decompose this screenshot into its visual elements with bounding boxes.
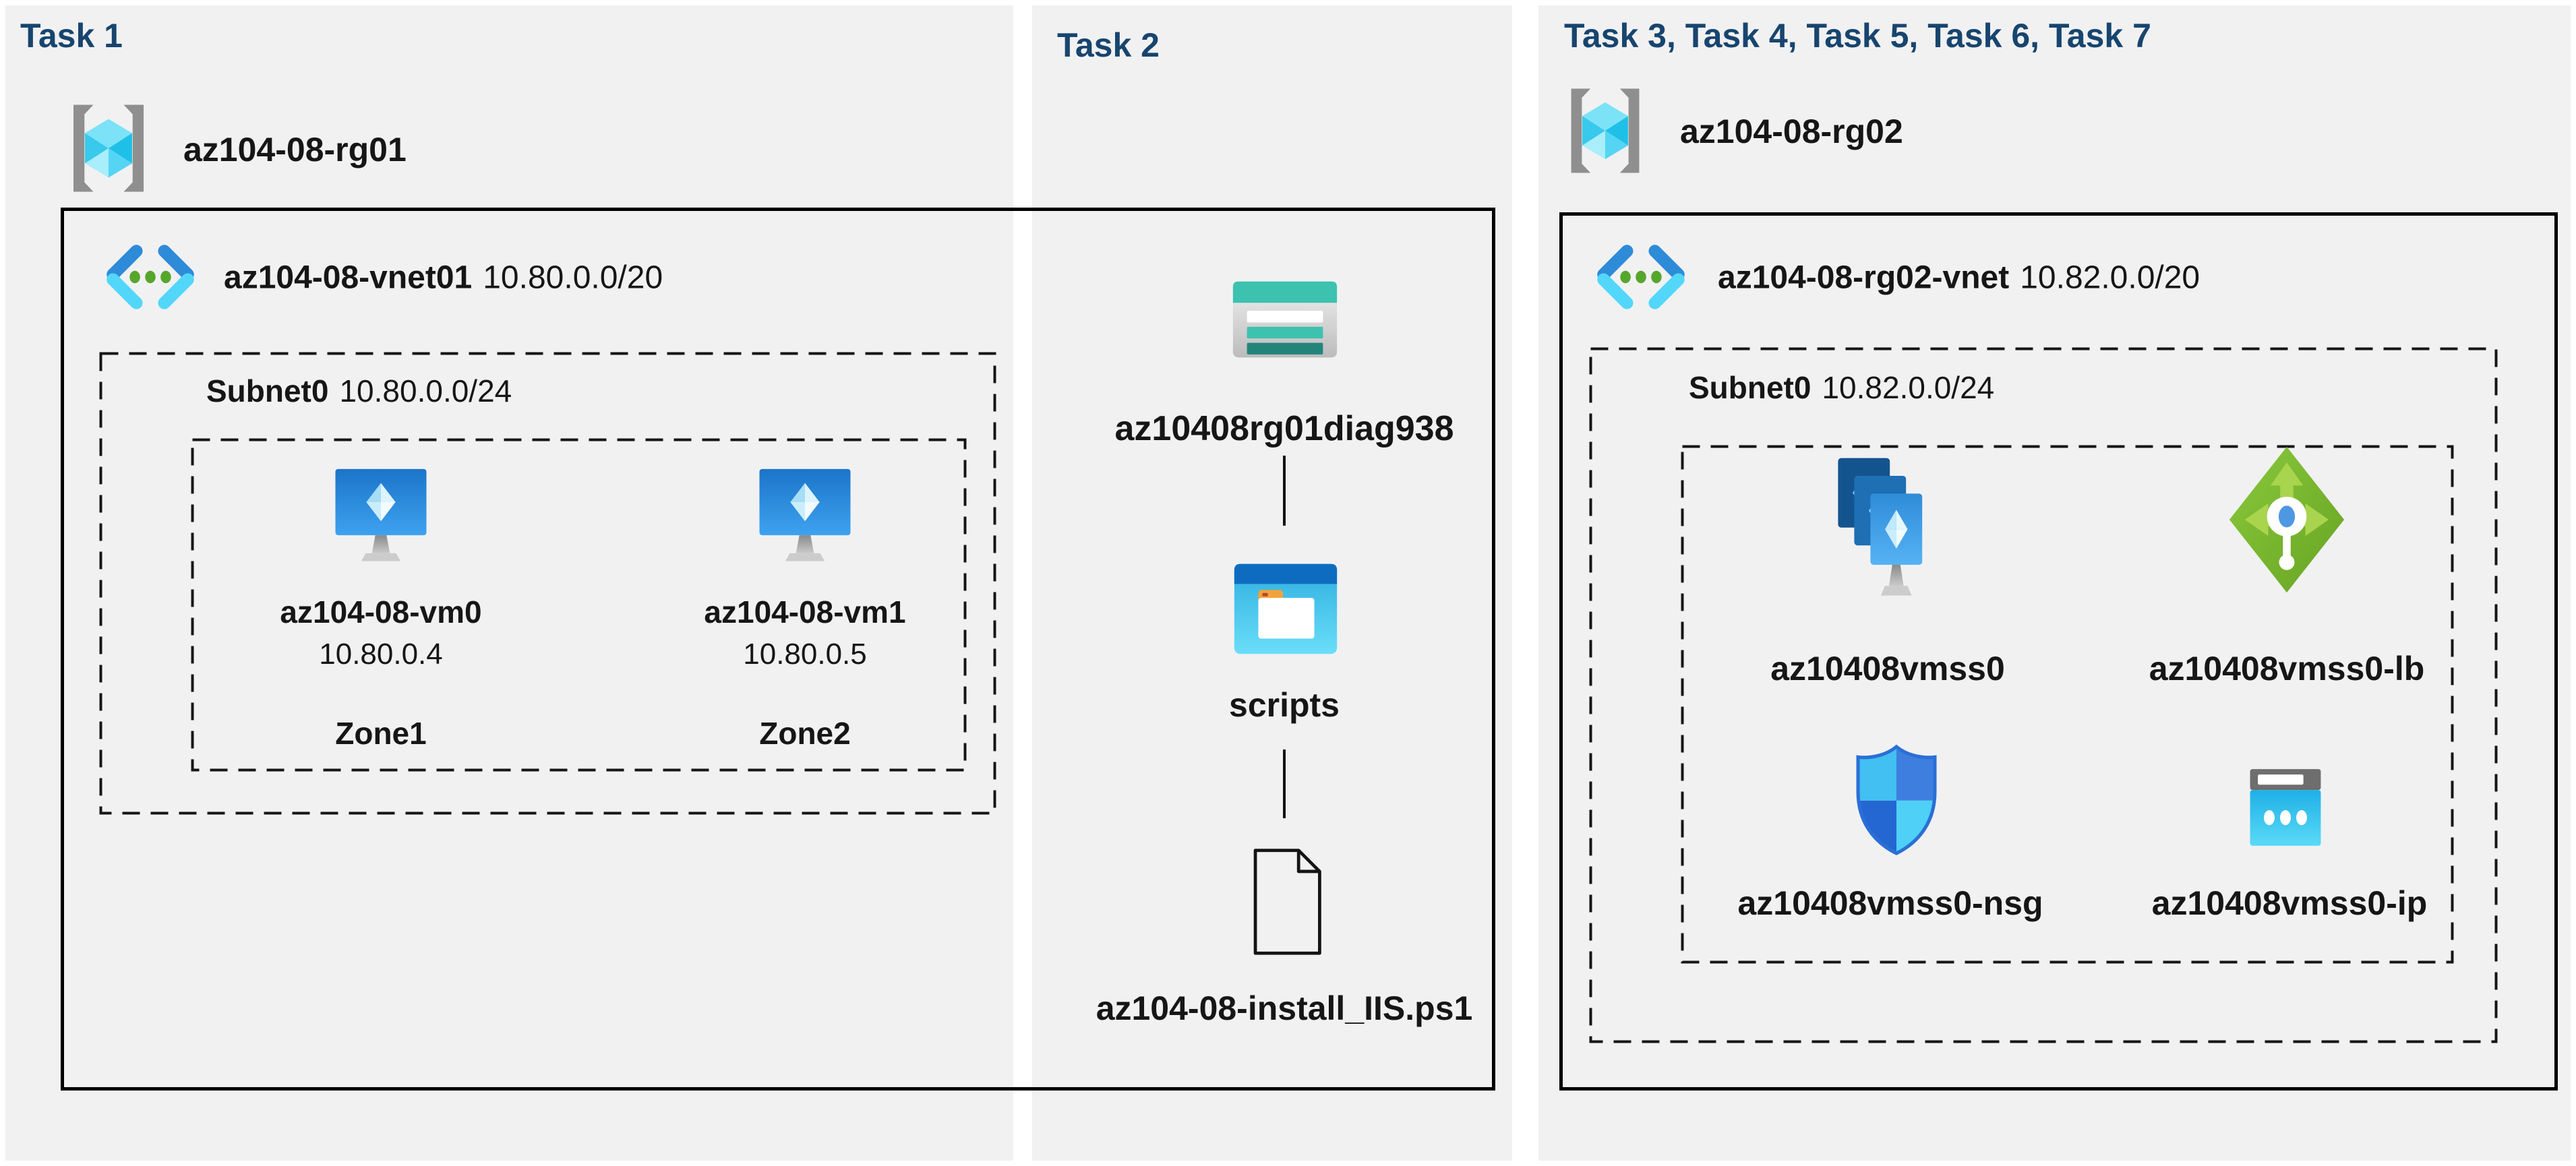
virtual-machine-icon <box>335 468 427 561</box>
subnet1-boundary <box>99 352 996 815</box>
load-balancer-label: az10408vmss0-lb <box>2149 650 2425 687</box>
subnet2-label: Subnet0 10.82.0.0/24 <box>1689 369 1994 406</box>
virtual-machine-icon <box>759 468 851 561</box>
vm-group-boundary <box>191 438 967 772</box>
subnet1-cidr: 10.80.0.0/24 <box>339 373 512 408</box>
vm0-ip: 10.80.0.4 <box>319 638 443 671</box>
load-balancer-icon <box>2229 446 2345 593</box>
resource-group2-label: az104-08-rg02 <box>1680 113 1903 150</box>
subnet2-boundary <box>1589 347 2498 1043</box>
public-ip-label: az10408vmss0-ip <box>2151 884 2428 922</box>
storage-account-label: az10408rg01diag938 <box>1114 409 1454 448</box>
vnet1-cidr: 10.80.0.0/20 <box>483 259 663 296</box>
script-file-icon <box>1253 849 1321 955</box>
task1-heading: Task 1 <box>20 17 123 55</box>
connector-container-to-file <box>1283 749 1286 818</box>
virtual-network-icon <box>107 245 194 309</box>
connector-storage-to-container <box>1283 456 1286 526</box>
task3-heading: Task 3, Task 4, Task 5, Task 6, Task 7 <box>1564 17 2151 55</box>
panel-task3-7 <box>1538 5 2571 1161</box>
virtual-network-icon <box>1597 245 1685 309</box>
vnet1-label: az104-08-vnet01 10.80.0.0/20 <box>224 259 663 297</box>
storage-account-icon <box>1232 281 1338 358</box>
panel-task1 <box>5 5 1013 1161</box>
subnet1-name: Subnet0 <box>206 373 329 408</box>
vmss-resources-boundary <box>1681 445 2454 964</box>
network-security-group-icon <box>1856 744 1937 855</box>
vnet2-boundary <box>1559 212 2558 1091</box>
resource-group-label: az104-08-rg01 <box>183 131 407 168</box>
vmss-label: az10408vmss0 <box>1770 650 2005 687</box>
vnet2-cidr: 10.82.0.0/20 <box>2020 259 2200 296</box>
vnet2-name: az104-08-rg02-vnet <box>1718 259 2010 296</box>
resource-group-icon <box>73 104 144 192</box>
vm0-name: az104-08-vm0 <box>280 594 482 630</box>
nsg-label: az10408vmss0-nsg <box>1737 884 2043 922</box>
vm1-ip: 10.80.0.5 <box>743 638 867 671</box>
public-ip-icon <box>2250 769 2321 846</box>
vm0-zone: Zone1 <box>335 716 427 751</box>
vnet1-name: az104-08-vnet01 <box>224 259 473 296</box>
task2-heading: Task 2 <box>1057 26 1160 64</box>
subnet2-name: Subnet0 <box>1689 370 1811 405</box>
blob-container-icon <box>1234 563 1338 654</box>
vm1-zone: Zone2 <box>759 716 851 751</box>
vnet1-boundary <box>61 208 1495 1091</box>
vnet2-label: az104-08-rg02-vnet 10.82.0.0/20 <box>1718 259 2200 297</box>
vm1-name: az104-08-vm1 <box>704 594 906 630</box>
subnet2-cidr: 10.82.0.0/24 <box>1822 370 1995 405</box>
container-label: scripts <box>1229 686 1340 724</box>
resource-group-icon <box>1571 88 1640 173</box>
vm-scale-set-icon <box>1838 458 1923 596</box>
script-file-label: az104-08-install_IIS.ps1 <box>1096 989 1473 1027</box>
subnet1-label: Subnet0 10.80.0.0/24 <box>206 373 512 409</box>
